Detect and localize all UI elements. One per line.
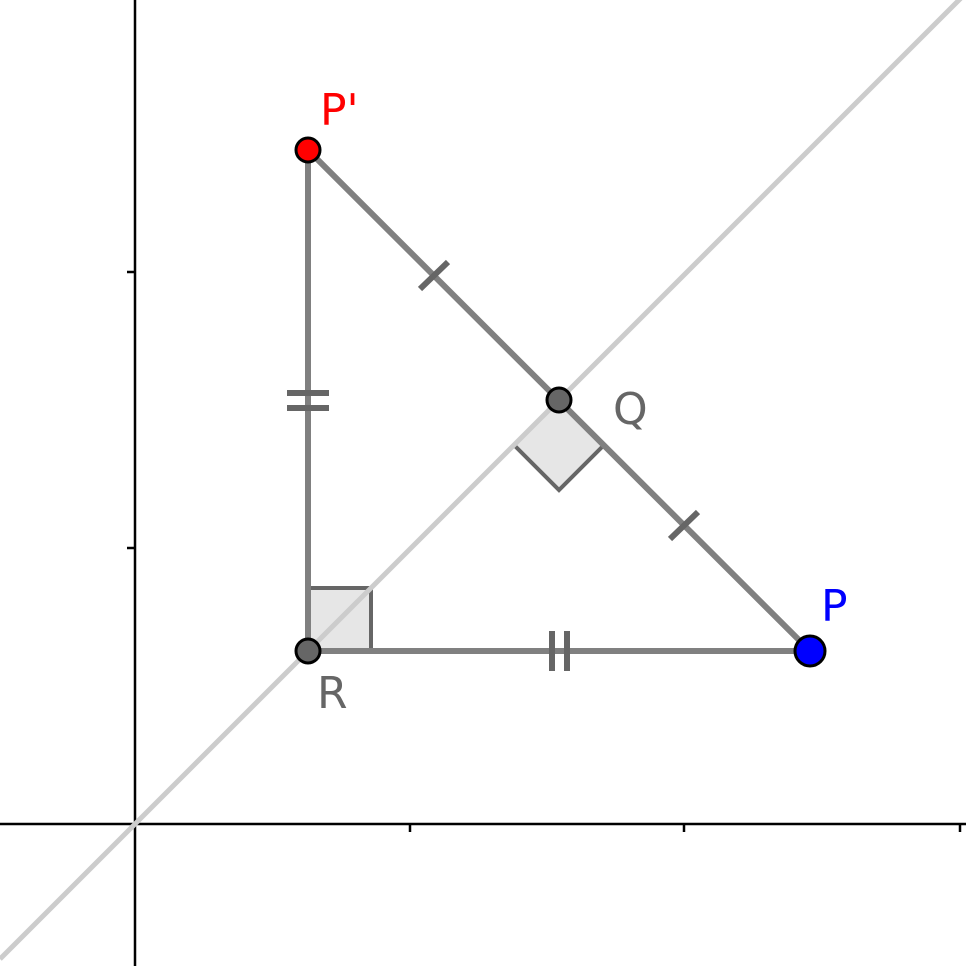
point-p-prime[interactable] (294, 136, 322, 164)
point-q[interactable] (545, 386, 573, 414)
label-p-prime: P' (320, 85, 359, 136)
point-r[interactable] (294, 637, 322, 665)
label-p: P (821, 581, 848, 632)
single-tick-lower (667, 509, 701, 542)
point-p[interactable] (793, 634, 827, 668)
single-tick-upper (417, 259, 451, 292)
label-q: Q (613, 384, 648, 435)
label-r: R (317, 668, 348, 719)
tick-marks (287, 259, 701, 671)
